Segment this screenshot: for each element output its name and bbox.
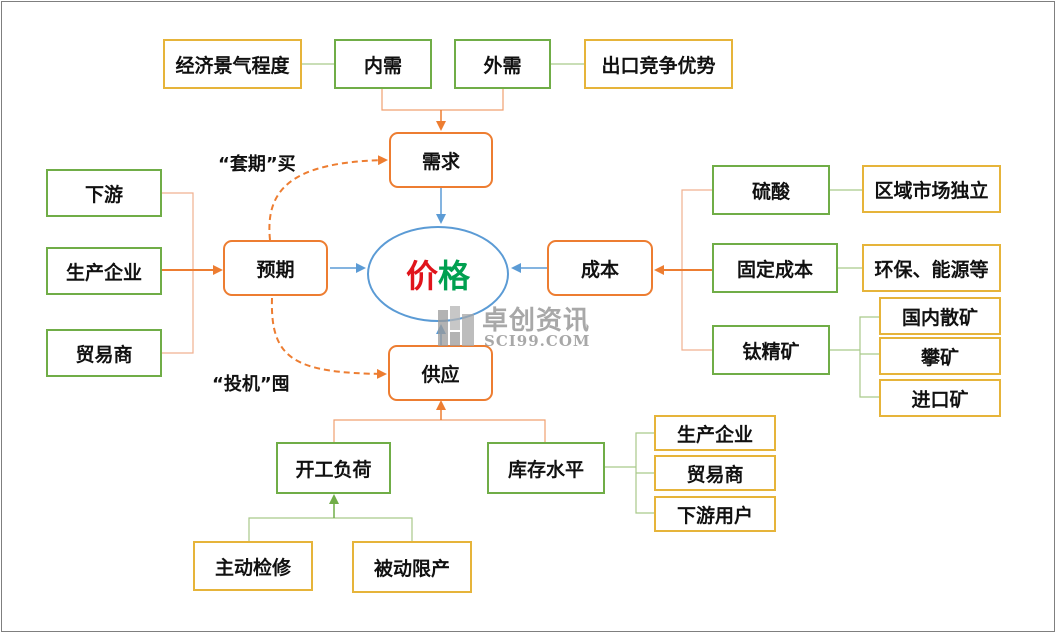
watermark-domain: SCI99.COM — [484, 332, 591, 350]
regional-market-box: 区域市场独立 — [862, 165, 1001, 213]
watermark-name: 卓创资讯 — [482, 306, 591, 336]
inventory-trader-box: 贸易商 — [654, 455, 776, 491]
hedge-buy-label: “套期”买 — [218, 154, 296, 175]
inventory-producer-box: 生产企业 — [654, 415, 776, 451]
domestic-ore-box: 国内散矿 — [879, 297, 1001, 335]
external-demand-box: 外需 — [454, 39, 551, 89]
price-char-2: 格 — [438, 257, 471, 295]
inventory-box: 库存水平 — [487, 442, 605, 494]
imported-ore-box: 进口矿 — [879, 379, 1001, 417]
producer-box: 生产企业 — [46, 247, 162, 295]
speculative-hoard-label: “投机”囤 — [212, 374, 290, 395]
fixed-cost-box: 固定成本 — [712, 243, 838, 293]
operating-rate-box: 开工负荷 — [276, 442, 391, 494]
panzhihua-ore-box: 攀矿 — [879, 337, 1001, 375]
downstream-box: 下游 — [46, 169, 162, 217]
cost-hub: 成本 — [547, 240, 653, 296]
expectation-hub: 预期 — [223, 240, 328, 296]
inventory-downstream-box: 下游用户 — [654, 496, 776, 532]
watermark-logo-icon — [438, 306, 474, 346]
export-advantage-box: 出口竞争优势 — [584, 39, 733, 89]
supply-hub: 供应 — [388, 345, 493, 401]
demand-hub: 需求 — [389, 132, 493, 188]
environmental-box: 环保、能源等 — [862, 244, 1001, 292]
passive-cut-box: 被动限产 — [352, 541, 472, 593]
sulfuric-acid-box: 硫酸 — [712, 165, 830, 215]
titanium-concentrate-box: 钛精矿 — [712, 325, 830, 375]
economy-box: 经济景气程度 — [163, 39, 302, 89]
internal-demand-box: 内需 — [334, 39, 432, 89]
price-char-1: 价 — [405, 257, 438, 295]
active-maintenance-box: 主动检修 — [193, 541, 313, 591]
trader-box: 贸易商 — [46, 329, 162, 377]
